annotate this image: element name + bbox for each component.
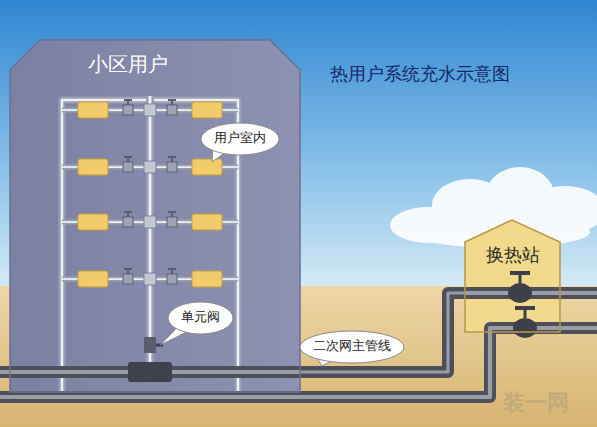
- branch-pipe-highlight: [62, 109, 78, 111]
- main-pipe-return-highlight: [0, 328, 597, 397]
- pipe-tee: [144, 273, 156, 285]
- branch-pipe: [222, 220, 238, 225]
- center-riser-highlight: [149, 96, 152, 372]
- heat-station-outline: [465, 220, 560, 332]
- branch-pipe: [222, 165, 238, 170]
- branch-pipe: [62, 277, 78, 282]
- valve-symbol: [123, 269, 133, 284]
- radiator: [192, 271, 222, 287]
- callout-bubble: 单元阀: [168, 302, 233, 334]
- radiator: [192, 102, 222, 118]
- valve-symbol: [123, 100, 133, 115]
- callout-bubble: 二次网主管线: [300, 331, 404, 363]
- branch-pipe-highlight: [222, 166, 238, 168]
- callout-bubble: 用户室内: [201, 123, 279, 155]
- watermark: 装一网: [503, 388, 569, 418]
- valve-symbol: [167, 100, 177, 115]
- pipe-tee: [144, 161, 156, 173]
- branch-pipe: [62, 220, 78, 225]
- valve-symbol: [167, 157, 177, 172]
- pipe-tee: [144, 104, 156, 116]
- branch-pipe: [222, 277, 238, 282]
- pipe-tee: [128, 362, 172, 382]
- valve-symbol: [123, 157, 133, 172]
- branch-pipe-highlight: [222, 109, 238, 111]
- building-wall: [10, 40, 300, 392]
- building: 小区用户用户室内单元阀: [10, 40, 300, 392]
- branch-pipe: [62, 108, 78, 113]
- branch-pipe-highlight: [62, 278, 78, 280]
- radiator: [78, 271, 108, 287]
- station-valve: [508, 273, 532, 303]
- valve-symbol: [167, 269, 177, 284]
- branch-pipe-highlight: [222, 221, 238, 223]
- branch-pipe-highlight: [62, 221, 78, 223]
- heat-station: 换热站: [465, 220, 560, 332]
- radiator: [78, 102, 108, 118]
- branch-pipe: [62, 165, 78, 170]
- radiator: [192, 159, 222, 175]
- building-outline: [10, 40, 300, 392]
- radiator: [192, 214, 222, 230]
- diagram-title: 热用户系统充水示意图: [330, 62, 510, 86]
- node-label: 小区用户: [88, 52, 168, 76]
- node-label: 二次网主管线: [312, 338, 392, 354]
- node-label: 换热站: [465, 244, 560, 266]
- node-label: 单元阀: [180, 309, 221, 325]
- radiator: [78, 214, 108, 230]
- station-wall: [465, 220, 560, 332]
- pipe-connector: [300, 293, 465, 372]
- branch-pipe-highlight: [222, 278, 238, 280]
- valve-symbol: [123, 212, 133, 227]
- valve-symbol: [167, 212, 177, 227]
- branch-pipe-highlight: [62, 166, 78, 168]
- pipe-tee: [144, 216, 156, 228]
- main-pipe-return: [0, 328, 597, 397]
- main-pipes: [0, 273, 597, 397]
- branch-pipe: [222, 108, 238, 113]
- radiator: [78, 159, 108, 175]
- center-riser: [146, 96, 154, 372]
- station-valve: [513, 308, 537, 338]
- node-label: 用户室内: [213, 130, 267, 146]
